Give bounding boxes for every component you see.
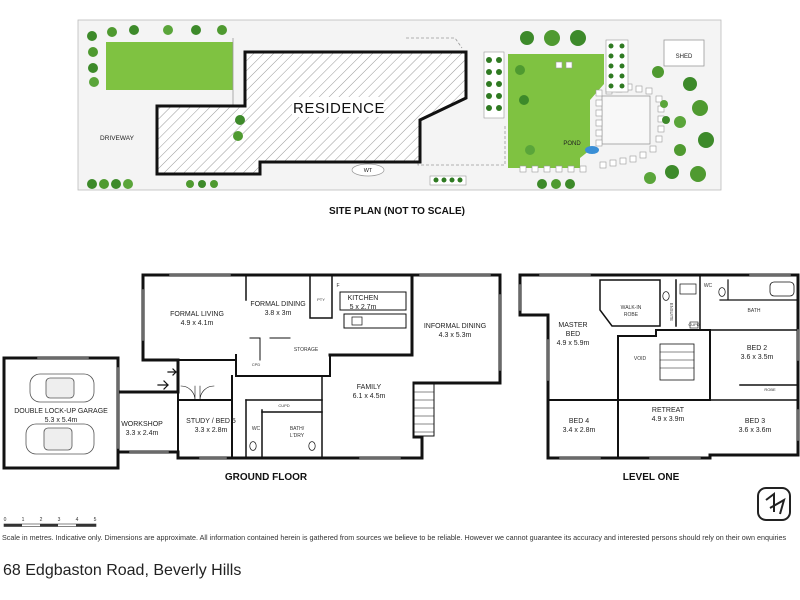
robe-label: ROBE [764, 387, 776, 392]
room-name-formal-living: FORMAL LIVING [170, 311, 224, 318]
hedge-dots [433, 43, 625, 183]
room-dims-family: 6.1 x 4.5m [353, 393, 386, 400]
garage-cars [25, 373, 95, 455]
planter-column [605, 39, 629, 93]
cupboard-label-ground: CUPD [278, 403, 289, 408]
level-one-plan [518, 273, 800, 460]
upper-stairs [659, 343, 695, 381]
room-dims-informal-dining: 4.3 x 5.3m [439, 332, 472, 339]
residence-label: RESIDENCE [293, 100, 385, 117]
room-dims-master: 4.9 x 5.9m [557, 340, 590, 347]
room-name-formal-dining: FORMAL DINING [250, 301, 305, 308]
room-name-kitchen: KITCHEN [348, 295, 379, 302]
planter-strip [429, 175, 467, 186]
room-name-bed3: BED 3 [745, 418, 765, 425]
water-tank-label: WT [364, 168, 373, 174]
room-name-family: FAMILY [357, 384, 382, 391]
walk-in-label-1: WALK-IN [621, 305, 642, 311]
void-label: VOID [634, 356, 647, 362]
room-name-bed4: BED 4 [569, 418, 589, 425]
room-dims-bed4: 3.4 x 2.8m [563, 427, 596, 434]
bath-laundry-label-2: L'DRY [290, 433, 305, 439]
shrubs [87, 25, 714, 189]
shed-label: SHED [676, 54, 693, 60]
fridge-label: F [336, 283, 339, 289]
room-name-master-1: MASTER [558, 322, 587, 329]
site-plan-title: SITE PLAN (NOT TO SCALE) [329, 206, 465, 217]
rear-lawn [508, 54, 604, 168]
ground-floor-title: GROUND FLOOR [225, 472, 308, 483]
room-name-bed2: BED 2 [747, 345, 767, 352]
pond [585, 146, 599, 154]
bath-label: BATH [748, 308, 761, 314]
scale-tick-0: 0 [4, 517, 7, 523]
planter-box [483, 51, 505, 119]
room-dims-formal-dining: 3.8 x 3m [265, 310, 292, 317]
scale-tick-5: 5 [94, 517, 97, 523]
ground-floor-labels: FORMAL LIVING 4.9 x 4.1m FORMAL DINING 3… [14, 283, 486, 483]
room-name-informal-dining: INFORMAL DINING [424, 323, 486, 330]
kitchen-bench [339, 291, 407, 311]
ground-floor-plan [2, 273, 502, 470]
ground-stairs [413, 383, 435, 437]
room-name-retreat: RETREAT [652, 407, 685, 414]
room-dims-retreat: 4.9 x 3.9m [652, 416, 685, 423]
bath-laundry-label-1: BATH/ [290, 426, 305, 432]
room-dims-bed3: 3.6 x 3.6m [739, 427, 772, 434]
level-one-title: LEVEL ONE [623, 472, 680, 483]
driveway-label: DRIVEWAY [100, 135, 135, 142]
shed [663, 39, 705, 67]
water-tank [351, 163, 385, 177]
paved-court [601, 95, 651, 145]
room-dims-garage: 5.3 x 5.4m [45, 417, 78, 424]
disclaimer-text: Scale in metres. Indicative only. Dimens… [2, 533, 787, 542]
room-dims-formal-living: 4.9 x 4.1m [181, 320, 214, 327]
scale-tick-1: 1 [22, 517, 25, 523]
north-compass-icon [757, 487, 791, 521]
scale-tick-2: 2 [40, 517, 43, 523]
room-name-garage: DOUBLE LOCK-UP GARAGE [14, 408, 108, 415]
bath-tub [769, 281, 795, 297]
front-lawn [106, 42, 233, 90]
level-one-labels: MASTER BED 4.9 x 5.9m BED 2 3.6 x 3.5m B… [557, 283, 776, 483]
ensuite-label: ENSUITE [669, 303, 674, 321]
scale-bar: 0 1 2 3 4 5 [4, 517, 97, 527]
site-plan: RESIDENCE DRIVEWAY POND SHED WT SITE PLA… [77, 19, 722, 217]
cupboard-label-level-one: CUPD [688, 322, 699, 327]
room-name-workshop: WORKSHOP [121, 421, 163, 428]
property-address: 68 Edgbaston Road, Beverly Hills [3, 562, 242, 579]
pond-label: POND [563, 141, 581, 147]
storage-label: STORAGE [294, 347, 319, 353]
wc-label-level-one: WC [704, 283, 713, 289]
room-dims-kitchen: 5 x 2.7m [350, 304, 377, 311]
garden-path [519, 61, 665, 173]
room-dims-study: 3.3 x 2.8m [195, 427, 228, 434]
cpd-label-ground: CPD [252, 362, 261, 367]
scale-tick-4: 4 [76, 517, 79, 523]
room-name-study: STUDY / BED 5 [186, 418, 236, 425]
room-dims-bed2: 3.6 x 3.5m [741, 354, 774, 361]
wc-label-ground: WC [252, 426, 261, 432]
room-dims-workshop: 3.3 x 2.4m [126, 430, 159, 437]
pantry-label: PTY [317, 297, 325, 302]
scale-tick-3: 3 [58, 517, 61, 523]
walk-in-label-2: ROBE [624, 312, 639, 318]
room-name-master-2: BED [566, 331, 580, 338]
